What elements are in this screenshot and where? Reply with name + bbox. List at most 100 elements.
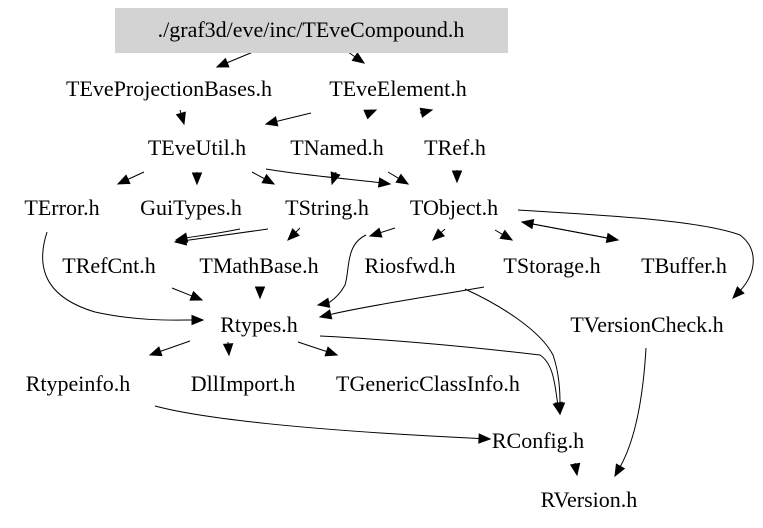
node-label: TEveUtil.h	[148, 135, 246, 160]
edge-tobject-to-riosfwd	[432, 228, 446, 241]
node-guitypes[interactable]: GuiTypes.h	[140, 195, 242, 220]
edge-line	[440, 228, 446, 233]
arrowhead-icon	[569, 462, 581, 477]
node-eveelement[interactable]: TEveElement.h	[329, 76, 466, 101]
edge-tobject-to-tstorage	[494, 229, 514, 241]
arrowhead-icon	[451, 170, 463, 184]
arrowhead-icon	[363, 109, 378, 120]
arrowhead-icon	[499, 229, 514, 241]
node-tstorage[interactable]: TStorage.h	[503, 253, 600, 278]
edge-line	[127, 171, 145, 180]
edge-tstring-to-trefcnt	[173, 228, 269, 246]
root-node-box	[115, 8, 508, 53]
node-tref[interactable]: TRef.h	[424, 135, 486, 160]
node-label: TEveElement.h	[329, 76, 466, 101]
node-tgenericclassinfo[interactable]: TGenericClassInfo.h	[336, 371, 520, 396]
node-label: RConfig.h	[492, 428, 584, 453]
edge-rconfig-to-rversion	[569, 462, 581, 477]
edge-line	[276, 112, 312, 122]
edge-tnamed-to-tobject	[387, 171, 410, 185]
edge-eveutil-to-tstring	[251, 171, 276, 185]
edge-tmathbase-to-rtypes	[254, 286, 266, 300]
node-root[interactable]: ./graf3d/eve/inc/TEveCompound.h	[115, 8, 508, 53]
edge-eveutil-to-terror	[116, 171, 145, 185]
edge-tstring-to-tmathbase	[287, 227, 301, 241]
edge-trefcnt-to-rtypes	[171, 287, 204, 301]
node-label: RVersion.h	[541, 487, 638, 512]
edge-root-to-eveelement	[347, 51, 366, 64]
node-tnamed[interactable]: TNamed.h	[290, 135, 383, 160]
node-tversioncheck[interactable]: TVersionCheck.h	[570, 312, 723, 337]
arrowhead-icon	[116, 174, 131, 185]
node-rtypes[interactable]: Rtypes.h	[220, 312, 298, 337]
node-label: TError.h	[24, 195, 99, 220]
arrowhead-icon	[330, 171, 341, 186]
arrowhead-icon	[264, 116, 279, 127]
node-label: TGenericClassInfo.h	[336, 371, 520, 396]
edges-layer	[42, 51, 754, 478]
node-tmathbase[interactable]: TMathBase.h	[199, 253, 318, 278]
edge-line	[171, 287, 192, 297]
edge-line	[251, 171, 265, 180]
node-label: TStorage.h	[503, 253, 600, 278]
node-label: Riosfwd.h	[364, 253, 455, 278]
arrowhead-icon	[552, 401, 563, 416]
node-eveutil[interactable]: TEveUtil.h	[148, 135, 246, 160]
edge-line	[517, 209, 754, 291]
node-rversion[interactable]: RVersion.h	[541, 487, 638, 512]
edge-projbases-to-eveutil	[175, 109, 186, 126]
arrowhead-icon	[478, 433, 492, 444]
edge-line	[619, 347, 647, 467]
node-label: TRef.h	[424, 135, 486, 160]
nodes-layer: ./graf3d/eve/inc/TEveCompound.hTEveProje…	[24, 8, 727, 512]
node-tbuffer[interactable]: TBuffer.h	[641, 253, 727, 278]
arrowhead-icon	[215, 57, 230, 68]
node-label: TNamed.h	[290, 135, 383, 160]
node-label: GuiTypes.h	[140, 195, 242, 220]
node-dllimport[interactable]: DllImport.h	[191, 371, 296, 396]
edge-rtypes-to-dllimport	[222, 341, 234, 357]
node-rconfig[interactable]: RConfig.h	[492, 428, 584, 453]
node-tobject[interactable]: TObject.h	[410, 195, 498, 220]
node-projbases[interactable]: TEveProjectionBases.h	[66, 76, 272, 101]
node-label: TObject.h	[410, 195, 498, 220]
node-tstring[interactable]: TString.h	[285, 195, 369, 220]
edge-line	[265, 168, 380, 184]
edge-tstorage-to-rtypes	[318, 286, 485, 320]
arrowhead-icon	[175, 111, 186, 126]
edge-eveutil-to-guitypes	[191, 172, 203, 186]
edge-tversioncheck-to-rversion	[614, 347, 647, 478]
node-terror[interactable]: TError.h	[24, 195, 99, 220]
node-trefcnt[interactable]: TRefCnt.h	[62, 253, 156, 278]
edge-line	[380, 227, 396, 234]
edge-line	[532, 223, 619, 241]
arrowhead-icon	[614, 463, 626, 478]
edge-tobject-to-tversioncheck	[517, 209, 754, 299]
edge-line	[185, 228, 269, 241]
edge-rtypes-to-tgenericclassinfo	[297, 341, 339, 357]
arrowhead-icon	[324, 346, 339, 357]
edge-line	[179, 109, 182, 114]
edge-line	[330, 286, 485, 315]
arrowhead-icon	[222, 343, 234, 357]
arrowhead-icon	[148, 346, 163, 357]
edge-line	[297, 341, 327, 352]
node-label: TRefCnt.h	[62, 253, 156, 278]
edge-rtypes-to-rtypeinfo	[148, 340, 191, 357]
node-riosfwd[interactable]: Riosfwd.h	[364, 253, 455, 278]
node-rtypeinfo[interactable]: Rtypeinfo.h	[26, 371, 131, 396]
edge-line	[494, 229, 503, 235]
edge-line	[319, 335, 559, 404]
node-label: Rtypes.h	[220, 312, 298, 337]
node-label: ./graf3d/eve/inc/TEveCompound.h	[158, 17, 465, 42]
edge-rtypes-to-rconfig	[319, 335, 563, 416]
edge-line	[226, 51, 254, 64]
edge-tobject-to-rtypes	[316, 234, 367, 308]
node-label: TBuffer.h	[641, 253, 727, 278]
edge-rtypeinfo-to-rconfig	[154, 405, 492, 444]
edge-tstring-to-riosfwd	[368, 227, 396, 238]
edge-eveelement-to-tnamed	[363, 109, 378, 120]
arrowhead-icon	[432, 228, 446, 241]
